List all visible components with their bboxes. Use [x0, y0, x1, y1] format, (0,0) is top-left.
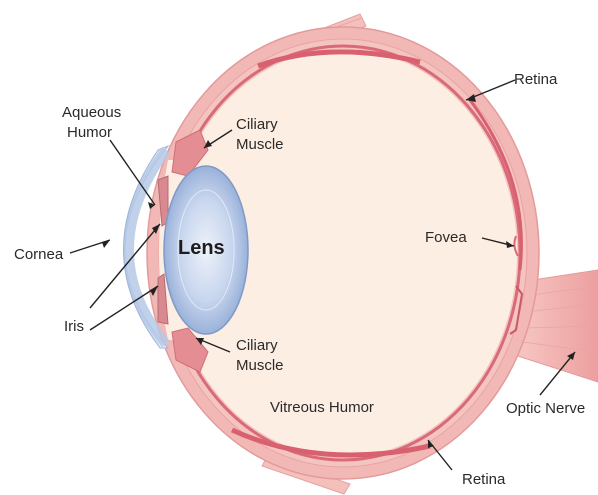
- label-cornea: Cornea: [14, 246, 64, 263]
- label-ciliary-bottom-1: Ciliary: [236, 337, 278, 354]
- label-ciliary-top-2: Muscle: [236, 136, 284, 153]
- label-aqueous-humor-2: Humor: [67, 124, 112, 141]
- label-aqueous-humor-1: Aqueous: [62, 104, 121, 121]
- label-retina-bottom: Retina: [462, 471, 506, 488]
- label-vitreous-humor: Vitreous Humor: [270, 399, 374, 416]
- label-iris: Iris: [64, 318, 84, 335]
- label-lens: Lens: [178, 237, 225, 259]
- label-ciliary-top-1: Ciliary: [236, 116, 278, 133]
- label-fovea: Fovea: [425, 229, 467, 246]
- label-optic-nerve: Optic Nerve: [506, 400, 585, 417]
- label-ciliary-bottom-2: Muscle: [236, 357, 284, 374]
- label-retina-top: Retina: [514, 71, 558, 88]
